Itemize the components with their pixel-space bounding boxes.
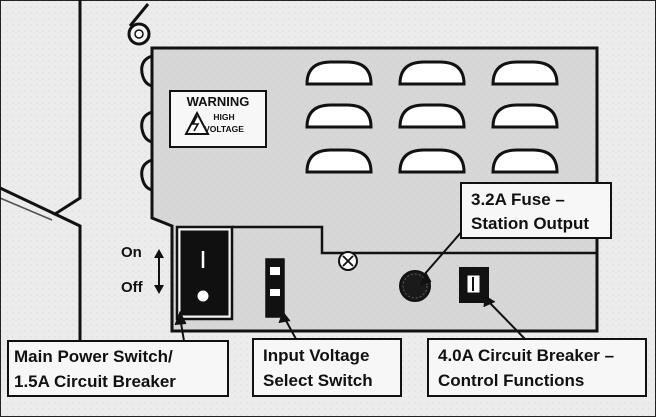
input-voltage-line1: Input Voltage	[263, 346, 369, 365]
small-panel-screw	[338, 251, 358, 271]
callout-fuse: 3.2A Fuse – Station Output	[460, 182, 612, 239]
switch-up-arrow-icon	[154, 249, 164, 258]
left-mounting-lugs	[140, 54, 153, 192]
input-voltage-switch-assembly	[265, 258, 285, 318]
switch-on-label: On	[121, 244, 142, 261]
warning-voltage-text: VOLTAGE	[204, 124, 244, 134]
mounting-screw	[127, 3, 151, 46]
left-chassis-diagonal-inner	[0, 197, 53, 221]
input-voltage-line2: Select Switch	[263, 371, 373, 390]
callout-control-breaker: 4.0A Circuit Breaker – Control Functions	[427, 338, 647, 397]
fuse-assembly	[399, 270, 431, 302]
panel-step-line	[232, 225, 597, 255]
ventilation-slots	[305, 60, 559, 174]
power-off-marker	[197, 290, 209, 302]
fuse-line2: Station Output	[471, 214, 589, 233]
warning-title: WARNING	[187, 94, 250, 109]
control-breaker-assembly	[459, 267, 489, 303]
switch-down-arrow-icon	[154, 285, 164, 294]
warning-label: WARNING HIGH VOLTAGE	[169, 90, 267, 148]
fuse-line1: 3.2A Fuse –	[471, 190, 565, 209]
control-breaker-line1: 4.0A Circuit Breaker –	[438, 346, 614, 365]
main-power-switch-assembly	[175, 225, 234, 321]
lightning-bolt-icon	[191, 115, 200, 132]
main-power-line2: 1.5A Circuit Breaker	[14, 372, 176, 391]
warning-high-text: HIGH	[213, 112, 234, 122]
switch-off-label: Off	[121, 279, 144, 296]
control-breaker-line2: Control Functions	[438, 371, 584, 390]
left-chassis-diagonal	[0, 186, 56, 216]
callout-main-power: Main Power Switch/ 1.5A Circuit Breaker	[7, 340, 229, 397]
on-off-indicator: On Off	[121, 244, 164, 296]
main-power-line1: Main Power Switch/	[14, 347, 173, 366]
callout-input-voltage: Input Voltage Select Switch	[252, 338, 402, 397]
